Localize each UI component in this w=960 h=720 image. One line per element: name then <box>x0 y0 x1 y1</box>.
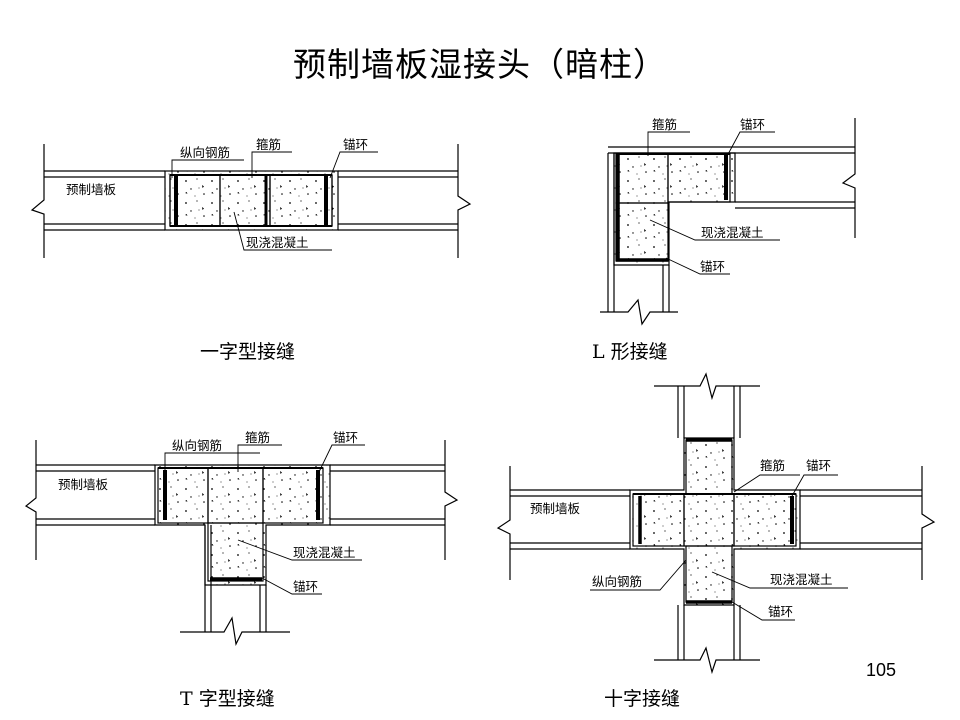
caption-l-joint: L 形接缝 <box>592 341 668 363</box>
label-stirrup: 箍筋 <box>245 430 270 445</box>
label-precast-wall-panel: 预制墙板 <box>66 182 117 197</box>
label-stirrup: 箍筋 <box>760 458 785 473</box>
label-precast-wall-panel: 预制墙板 <box>58 477 109 492</box>
caption-t-joint: T 字型接缝 <box>180 688 275 710</box>
diagram-cross-joint <box>496 372 936 675</box>
leaders-cross <box>590 474 848 621</box>
diagram-straight-joint <box>30 144 472 258</box>
label-cast-in-place-concrete: 现浇混凝土 <box>293 545 356 560</box>
label-anchor-ring-bottom: 锚环 <box>768 604 793 619</box>
label-stirrup: 箍筋 <box>256 137 281 152</box>
label-precast-wall-panel: 预制墙板 <box>530 501 581 516</box>
page-number: 105 <box>866 660 897 680</box>
label-anchor-ring-top: 锚环 <box>333 430 358 445</box>
label-cast-in-place-concrete: 现浇混凝土 <box>246 235 309 250</box>
diagram-l-joint <box>600 118 856 326</box>
label-anchor-ring-top: 锚环 <box>806 458 831 473</box>
leaders-t <box>164 444 365 595</box>
label-cast-in-place-concrete: 现浇混凝土 <box>701 225 764 240</box>
label-anchor-ring-bottom: 锚环 <box>700 259 725 274</box>
slide-title: 预制墙板湿接头（暗柱） <box>293 45 667 84</box>
caption-cross-joint: 十字接缝 <box>604 688 680 710</box>
label-longitudinal-rebar: 纵向钢筋 <box>172 438 222 453</box>
leaders-straight <box>171 151 378 251</box>
leaders-l <box>647 131 780 275</box>
label-stirrup: 箍筋 <box>652 117 677 132</box>
label-anchor-ring: 锚环 <box>343 137 368 152</box>
label-longitudinal-rebar: 纵向钢筋 <box>180 145 230 160</box>
label-longitudinal-rebar: 纵向钢筋 <box>592 574 642 589</box>
label-cast-in-place-concrete: 现浇混凝土 <box>770 572 833 587</box>
label-anchor-ring-bottom: 锚环 <box>293 579 318 594</box>
diagram-t-joint <box>24 440 459 646</box>
caption-straight-joint: 一字型接缝 <box>200 341 295 363</box>
label-anchor-ring-top: 锚环 <box>740 117 765 132</box>
